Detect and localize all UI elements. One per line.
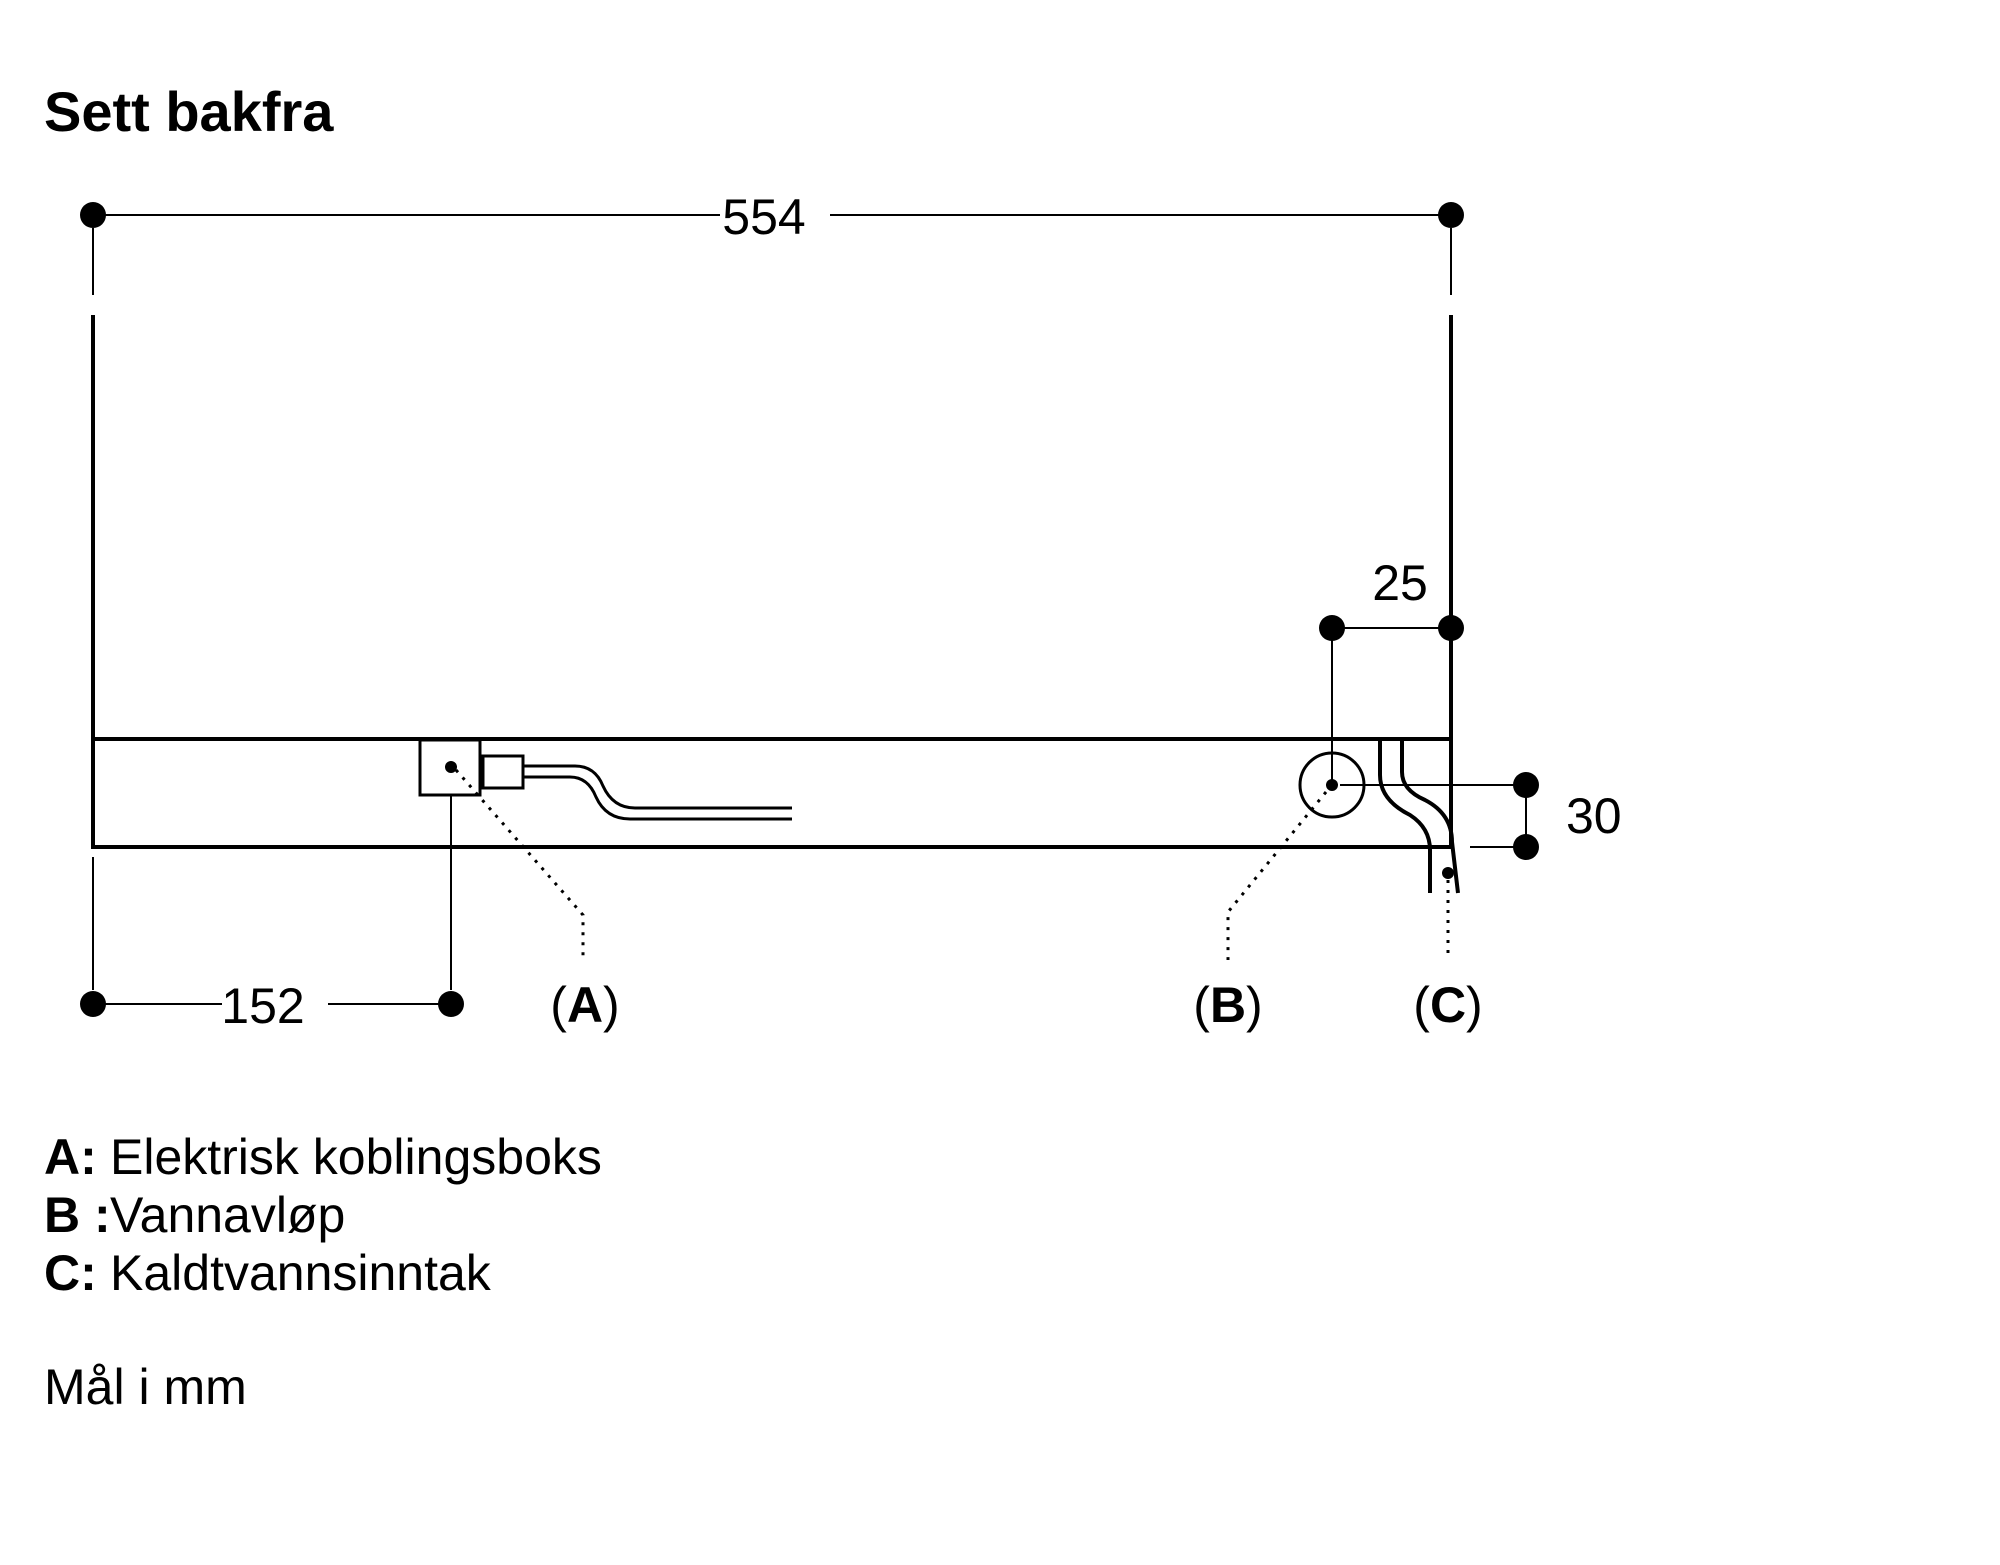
callout-b: (B) [1193, 977, 1262, 1033]
legend-key: A: [44, 1129, 97, 1185]
legend-key: C: [44, 1245, 97, 1301]
legend-item: A: Elektrisk koblingsboks [44, 1128, 602, 1186]
legend-text: Vannavløp [110, 1187, 346, 1243]
appliance-outline [91, 315, 1453, 849]
offset-a-label: 152 [221, 978, 304, 1034]
dimension-dot [80, 202, 106, 228]
junction-box [418, 738, 792, 960]
offset-b-label: 25 [1372, 555, 1428, 611]
dimension-dot [1438, 615, 1464, 641]
units-note: Mål i mm [44, 1359, 247, 1415]
legend-text: Elektrisk koblingsboks [110, 1129, 602, 1185]
offset-b-dimension: 25 [1319, 555, 1464, 785]
legend-item: B : Vannavløp [44, 1186, 602, 1244]
callout-a: (A) [550, 977, 619, 1033]
width-label: 554 [722, 189, 805, 245]
callout-c: (C) [1413, 977, 1482, 1033]
dimension-dot [1513, 772, 1539, 798]
legend-text: Kaldtvannsinntak [110, 1245, 491, 1301]
dimension-dot [1319, 615, 1345, 641]
dimension-dot [1513, 834, 1539, 860]
width-dimension: 554 [80, 189, 1464, 295]
base-strip [91, 737, 1453, 849]
legend: A: Elektrisk koblingsboks B : Vannavløp … [44, 1128, 602, 1302]
dimension-dot [438, 991, 464, 1017]
height-b-label: 30 [1566, 788, 1622, 844]
legend-key: B : [44, 1187, 111, 1243]
legend-item: C: Kaldtvannsinntak [44, 1244, 602, 1302]
dimension-dot [1438, 202, 1464, 228]
offset-a-dimension: 152 [80, 795, 464, 1034]
dimension-dot [80, 991, 106, 1017]
diagram-title: Sett bakfra [44, 80, 334, 143]
water-inlet-hose [1378, 741, 1460, 960]
height-b-dimension: 30 [1340, 772, 1622, 860]
